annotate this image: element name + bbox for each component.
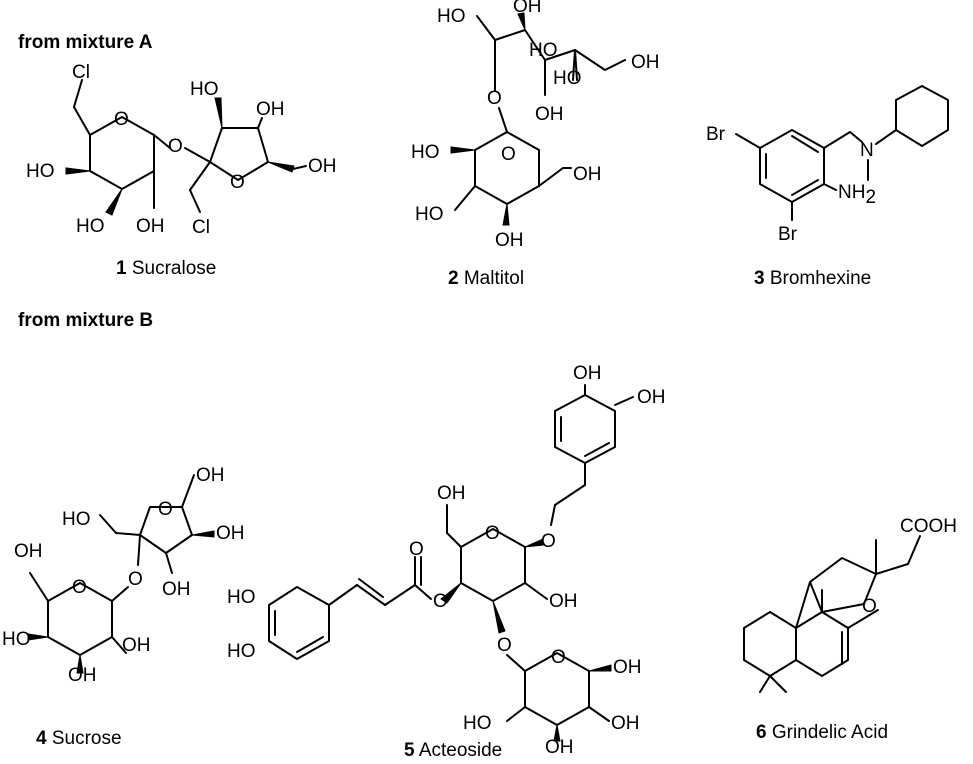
- caption-compound-3: 3 Bromhexine: [754, 268, 872, 289]
- acteoside-catechol-ring-top: [554, 394, 616, 464]
- structure-sucralose: O Cl HO HO OH O O HO OH OH Cl: [26, 62, 337, 238]
- sucralose-oh-bottom: OH: [136, 216, 165, 237]
- acteoside-rhamnose-oxygen: O: [551, 647, 566, 668]
- maltitol-oh-3: OH: [631, 52, 660, 73]
- acteoside-glucose-oxygen: O: [485, 523, 500, 544]
- sucrose-pyranose-oxygen: O: [72, 577, 87, 598]
- acteoside-ho-left-2: HO: [227, 641, 256, 662]
- bromhexine-br-top: Br: [706, 124, 726, 145]
- structure-acteoside: OH OH O O OH OH O O O HO HO O OH OH HO O…: [227, 363, 666, 758]
- caption-compound-1: 1 Sucralose: [116, 258, 217, 279]
- sucrose-oh-pyranose-bottom: OH: [68, 665, 97, 686]
- sucralose-glycosidic-oxygen: O: [168, 136, 183, 157]
- sucralose-oh-furanose-2: OH: [256, 99, 285, 120]
- bromhexine-br-bottom: Br: [778, 224, 798, 245]
- sucrose-furanose-oxygen: O: [158, 499, 173, 520]
- acteoside-oh-top-2: OH: [637, 387, 666, 408]
- maltitol-glucose-ring: [474, 131, 540, 205]
- acteoside-oh-top-1: OH: [573, 363, 602, 384]
- bromhexine-cyclohexyl-ring: [895, 85, 949, 147]
- grindelic-ring-oxygen: O: [862, 596, 877, 617]
- sucrose-oh-pyranose-right: OH: [122, 635, 151, 656]
- bromhexine-benzene-ring: [759, 129, 825, 203]
- sucrose-furanose-ring: [139, 506, 193, 554]
- caption-compound-4: 4 Sucrose: [36, 728, 122, 749]
- grindelic-ring-b: [795, 611, 849, 677]
- grindelic-ring-a: [743, 611, 797, 677]
- sucralose-furanose-ring: [209, 127, 269, 181]
- maltitol-link-oxygen: O: [487, 88, 502, 109]
- acteoside-oh-glucose: OH: [549, 591, 578, 612]
- structure-bromhexine: Br Br NH2 N: [706, 85, 949, 245]
- maltitol-ho-7: HO: [415, 204, 444, 225]
- caption-compound-6: 6 Grindelic Acid: [756, 722, 889, 743]
- maltitol-oh-8: OH: [495, 230, 524, 251]
- heading-mixture-b: from mixture B: [18, 310, 154, 331]
- sucralose-furanose-oxygen: O: [230, 172, 245, 193]
- maltitol-ho-4: HO: [553, 68, 582, 89]
- acteoside-ho-rha: HO: [463, 713, 492, 734]
- caption-compound-5: 5 Acteoside: [404, 740, 503, 761]
- structure-maltitol: HO OH HO OH HO OH O O HO HO OH OH: [411, 0, 660, 251]
- acteoside-ether-oxygen: O: [541, 531, 556, 552]
- sucralose-ho-bottom: HO: [76, 216, 105, 237]
- sucrose-ho-furanose: HO: [62, 509, 91, 530]
- heading-mixture-a: from mixture A: [18, 32, 153, 53]
- sucrose-link-oxygen: O: [128, 569, 143, 590]
- acteoside-catechol-ring-left: [268, 586, 330, 660]
- maltitol-ho-6: HO: [411, 142, 440, 163]
- acteoside-ester-oxygen: O: [433, 591, 448, 612]
- sucrose-oh-right: OH: [216, 523, 245, 544]
- maltitol-oh-9: OH: [573, 164, 602, 185]
- acteoside-oh-ch2: OH: [437, 483, 466, 504]
- caption-compound-2: 2 Maltitol: [448, 268, 525, 289]
- acteoside-oh-rha-1: OH: [613, 657, 642, 678]
- maltitol-ho-top: HO: [437, 6, 466, 27]
- bromhexine-nitrogen: N: [860, 140, 874, 161]
- sucrose-oh-pyranose-top: OH: [14, 541, 43, 562]
- grindelic-furan-ring: [809, 557, 877, 613]
- sucralose-oh-furanose-3: OH: [308, 156, 337, 177]
- grindelic-cooh: COOH: [900, 516, 957, 537]
- acteoside-oh-rha-3: OH: [545, 737, 574, 758]
- acteoside-carbonyl-oxygen: O: [409, 539, 424, 560]
- maltitol-ring-oxygen: O: [501, 144, 516, 165]
- bromhexine-nh2: NH2: [838, 182, 876, 208]
- sucrose-oh-bottom: OH: [162, 579, 191, 600]
- sucralose-cl-bottom: Cl: [192, 217, 210, 238]
- sucralose-cl-top: Cl: [72, 62, 90, 83]
- structure-grindelic-acid: O COOH: [743, 516, 957, 693]
- sucrose-oh-top: OH: [196, 465, 225, 486]
- acteoside-link-oxygen: O: [497, 635, 512, 656]
- sucralose-ho-left: HO: [26, 161, 55, 182]
- sucrose-ho-left: HO: [2, 629, 31, 650]
- acteoside-ho-left-1: HO: [227, 587, 256, 608]
- maltitol-oh-5: OH: [535, 104, 564, 125]
- sucralose-ring-oxygen: O: [114, 109, 129, 130]
- maltitol-oh-1: OH: [513, 0, 542, 17]
- structure-sucrose: O OH OH OH HO O O OH HO OH OH: [2, 465, 245, 686]
- maltitol-ho-2: HO: [529, 40, 558, 61]
- acteoside-oh-rha-2: OH: [611, 713, 640, 734]
- sucralose-oh-furanose-1: HO: [190, 79, 219, 100]
